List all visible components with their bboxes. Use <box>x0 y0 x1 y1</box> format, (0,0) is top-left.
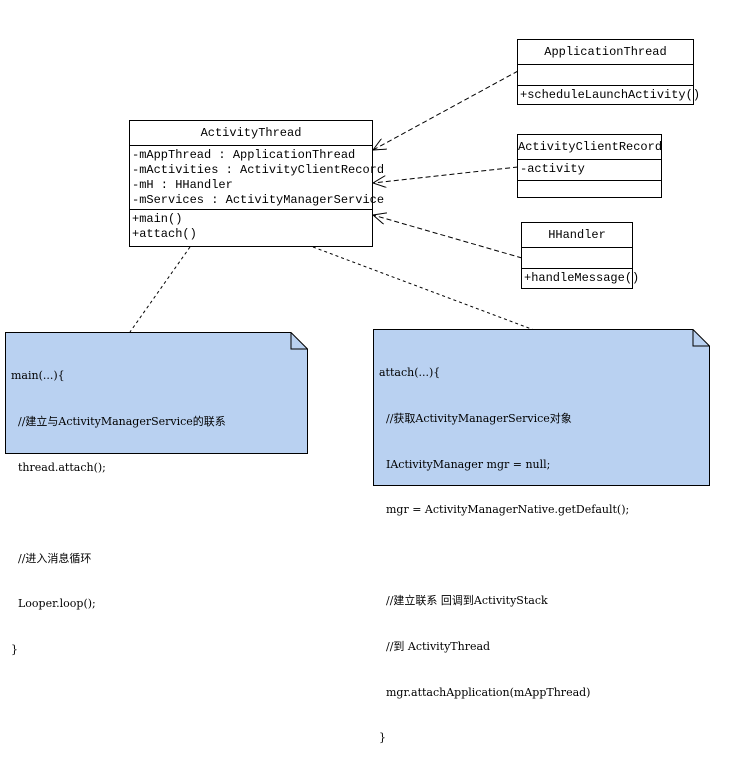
note-line: mgr.attachApplication(mAppThread) <box>379 685 591 699</box>
field-section <box>518 65 693 86</box>
note-attach-text: attach(...){ //获取ActivityManagerService对… <box>379 335 629 776</box>
method-section: +main() +attach() <box>130 210 372 244</box>
note-shape <box>5 332 308 454</box>
dependency-hhandler <box>373 215 523 259</box>
note-line: ​ <box>11 505 226 520</box>
note-line: //建立与ActivityManagerService的联系 <box>11 415 226 429</box>
class-activity-thread: ActivityThread -mAppThread : Application… <box>129 120 385 247</box>
class-title: ActivityThread <box>130 121 372 146</box>
note-main: main(...){ //建立与ActivityManagerService的联… <box>5 332 308 656</box>
method-attach: +attach() <box>132 227 197 241</box>
note-line: mgr = ActivityManagerNative.getDefault()… <box>379 503 630 517</box>
note-shape <box>373 329 710 486</box>
field-handler: -mH : HHandler <box>132 178 233 192</box>
note-line: //进入消息循环 <box>11 551 92 565</box>
method-main: +main() <box>132 212 183 226</box>
connectors <box>129 70 551 337</box>
class-title: HHandler <box>522 223 632 248</box>
field-section: -activity <box>518 160 661 181</box>
class-title: ApplicationThread <box>518 40 693 65</box>
dependency-application-thread <box>373 70 519 150</box>
note-line: attach(...){ <box>379 366 441 380</box>
note-line: //到 ActivityThread <box>379 640 491 654</box>
note-main-text: main(...){ //建立与ActivityManagerService的联… <box>11 338 226 688</box>
note-line: } <box>379 731 386 745</box>
note-line: Looper.loop(); <box>11 597 96 611</box>
note-link-attach <box>312 246 551 337</box>
dependency-activity-client-record <box>373 166 519 183</box>
note-line: //建立联系 回调到ActivityStack <box>379 594 548 608</box>
method-schedule-launch-activity: +scheduleLaunchActivity() <box>520 88 701 102</box>
method-section <box>518 181 661 185</box>
class-hhandler: HHandler +handleMessage() <box>521 222 640 289</box>
class-application-thread: ApplicationThread +scheduleLaunchActivit… <box>517 39 701 105</box>
field-activity: -activity <box>520 162 585 176</box>
method-handle-message: +handleMessage() <box>524 271 640 285</box>
note-link-main <box>129 246 191 333</box>
field-services: -mServices : ActivityManagerService <box>132 193 385 207</box>
method-section: +handleMessage() <box>522 269 640 288</box>
field-section: -mAppThread : ApplicationThread -mActivi… <box>130 146 385 210</box>
field-app-thread: -mAppThread : ApplicationThread <box>132 148 356 162</box>
class-title: ActivityClientRecord <box>518 135 662 160</box>
field-section <box>522 248 632 269</box>
note-line: } <box>11 643 18 657</box>
note-line: main(...){ <box>11 369 65 383</box>
field-activities: -mActivities : ActivityClientRecord <box>132 163 385 177</box>
note-line: ​ <box>379 548 629 563</box>
note-attach: attach(...){ //获取ActivityManagerService对… <box>373 329 710 744</box>
method-section: +scheduleLaunchActivity() <box>518 86 701 105</box>
note-line: //获取ActivityManagerService对象 <box>379 412 572 426</box>
class-activity-client-record: ActivityClientRecord -activity <box>517 134 662 198</box>
note-line: thread.attach(); <box>11 460 106 474</box>
note-line: IActivityManager mgr = null; <box>379 457 551 471</box>
